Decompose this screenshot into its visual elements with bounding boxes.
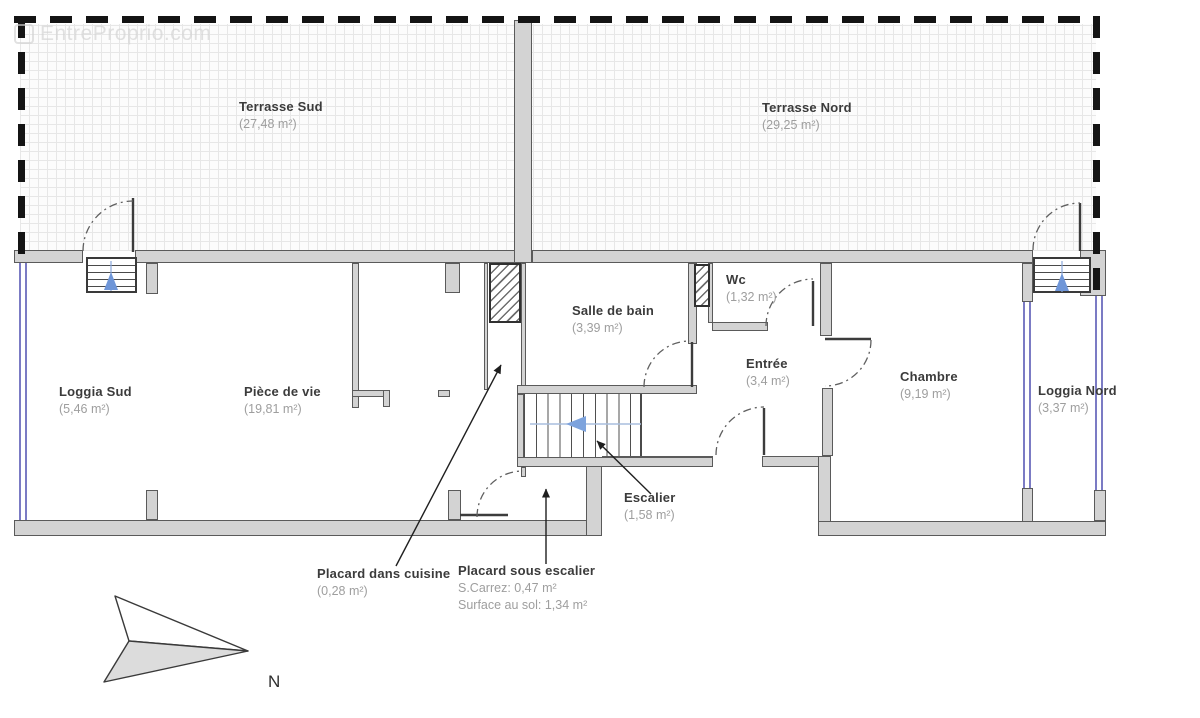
wall [532,250,1033,263]
wall [448,490,461,520]
stairs-direction [530,416,641,432]
label-entree: Entrée (3,4 m²) [746,356,790,388]
north-label: N [268,672,281,691]
door-arc-wc [765,278,814,327]
steps-sud-up-arrow-icon [104,272,118,290]
door-arc-chambre [824,339,872,387]
stairs-direction-arrow-icon [566,416,586,432]
wall [822,388,833,456]
door-arc-salle-de-bain [643,340,691,388]
label-placard-escalier: Placard sous escalier S.Carrez: 0,47 m² … [458,563,596,612]
leader-placard-cuisine [395,364,502,567]
door-arc-placard [476,470,524,518]
wall [517,385,697,394]
label-salle-de-bain: Salle de bain (3,39 m²) [572,303,655,335]
door-arc-terrasse-nord [1032,202,1081,251]
label-chambre: Chambre (9,19 m²) [900,369,958,401]
wall [352,263,359,408]
watermark-text: EntreProprio.com [40,22,212,45]
wall [517,457,713,467]
wall [1022,488,1033,522]
watermark: EntreProprio.com [14,22,211,46]
label-piece-de-vie: Pièce de vie (19,81 m²) [244,384,321,416]
leader-escalier [596,440,652,495]
label-placard-cuisine: Placard dans cuisine (0,28 m²) [317,566,451,598]
wall [445,263,460,293]
wall [14,250,83,263]
wall [820,263,832,336]
door-leaves [131,198,1082,517]
wall [146,490,158,520]
label-loggia-sud: Loggia Sud (5,46 m²) [59,384,132,416]
window-loggia-nord-inner [1023,302,1031,488]
door-arcs [82,200,1081,518]
boundary-dash-top [14,16,1100,23]
door-arc-terrasse-sud [82,200,134,252]
boundary-dash-left [18,16,25,263]
label-loggia-nord: Loggia Nord (3,37 m²) [1038,383,1117,415]
steps-nord-up-arrow-icon [1055,273,1069,291]
wall [521,467,526,477]
north-arrow-lower [103,640,249,683]
boundary-dash-right [1093,16,1100,295]
steps-arrows [104,261,1069,292]
wall [1022,263,1033,302]
terrace-tile-grid [20,24,1096,251]
window-loggia-nord-outer [1095,296,1103,490]
hatched-duct-wc [694,264,710,307]
wall [383,390,390,407]
hatched-duct-kitchen [489,263,521,323]
wall [484,263,488,390]
label-terrasse-sud: Terrasse Sud (27,48 m²) [239,99,323,131]
wall [146,263,158,294]
wall [818,521,1106,536]
wall [438,390,450,397]
watermark-logo-icon [14,24,34,44]
label-wc: Wc (1,32 m²) [726,272,777,304]
wall [712,322,768,331]
leader-arrows [395,364,652,567]
door-arc-entree [715,406,765,456]
label-escalier: Escalier (1,58 m²) [624,490,676,522]
window-loggia-sud [19,263,27,520]
wall [1094,490,1106,521]
north-arrow-icon [103,595,249,683]
label-terrasse-nord: Terrasse Nord (29,25 m²) [762,100,852,132]
